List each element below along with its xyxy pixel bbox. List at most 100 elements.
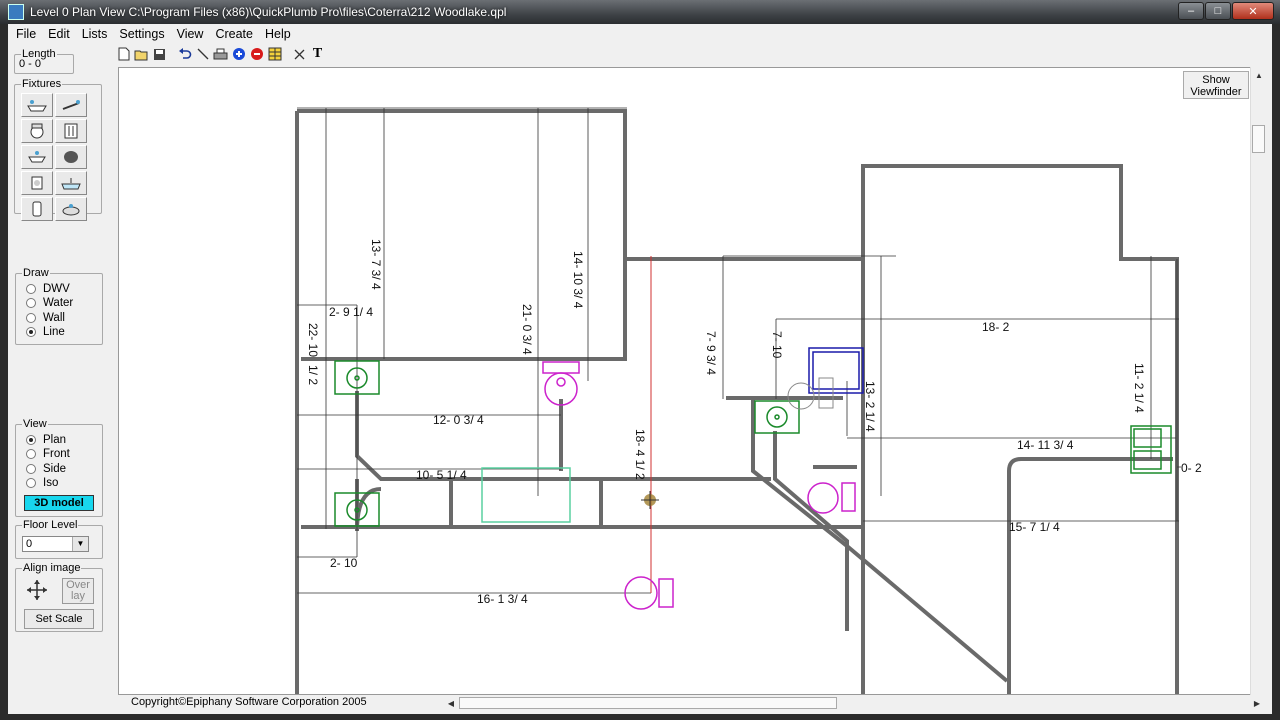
toilet-icon <box>30 123 44 139</box>
toilet-tank-upper[interactable] <box>542 361 580 374</box>
open-folder-icon[interactable] <box>133 46 150 63</box>
minimize-button[interactable]: – <box>1178 2 1204 20</box>
toolbar: T <box>115 44 326 64</box>
menu-lists[interactable]: Lists <box>81 27 108 41</box>
cursor-crosshair <box>641 491 659 509</box>
length-label: Length <box>21 47 57 61</box>
add-circle-icon[interactable] <box>230 46 247 63</box>
tub-fixture[interactable] <box>481 467 571 523</box>
radio-front[interactable] <box>26 449 36 459</box>
cleanout-fixture-button[interactable] <box>55 197 87 221</box>
draw-dwv-option[interactable]: DWV <box>26 283 70 295</box>
vertical-scroll-thumb[interactable] <box>1252 125 1265 153</box>
draw-line-option[interactable]: Line <box>26 326 65 338</box>
toilet-lower[interactable] <box>658 578 674 608</box>
menu-file[interactable]: File <box>16 27 37 41</box>
close-button[interactable]: ✕ <box>1232 2 1274 20</box>
kitchen-sink-fixture-button[interactable] <box>55 171 87 195</box>
shower-fixture[interactable] <box>808 347 864 394</box>
scroll-up-icon[interactable]: ▲ <box>1255 70 1263 80</box>
fixtures-magenta <box>542 361 856 610</box>
dim-2-10: 2- 10 <box>330 556 358 570</box>
maximize-button[interactable]: □ <box>1205 2 1231 20</box>
view-iso-option[interactable]: Iso <box>26 477 58 489</box>
view-side-option[interactable]: Side <box>26 463 66 475</box>
menu-settings[interactable]: Settings <box>119 27 165 41</box>
urinal-fixture-button[interactable] <box>55 119 87 143</box>
sink-fixture-lower[interactable] <box>334 492 380 527</box>
view-front-option[interactable]: Front <box>26 448 70 460</box>
dim-13-7: 13- 7 3/ 4 <box>369 239 383 290</box>
drain-fixture-button[interactable] <box>55 145 87 169</box>
horizontal-scrollbar[interactable]: ◀ ▶ <box>443 695 1265 711</box>
water-heater-fixture-button[interactable] <box>21 197 53 221</box>
dim-12-0: 12- 0 3/ 4 <box>433 413 484 427</box>
horizontal-scroll-thumb[interactable] <box>459 697 837 709</box>
vertical-scrollbar[interactable]: ▲ <box>1250 67 1266 695</box>
radio-plan[interactable] <box>26 435 36 445</box>
view-plan-option[interactable]: Plan <box>26 434 66 446</box>
draw-wall-label: Wall <box>43 312 65 324</box>
text-tool-icon[interactable]: T <box>312 46 323 61</box>
scroll-right-icon[interactable]: ▶ <box>1253 698 1261 708</box>
view-front-label: Front <box>43 448 70 460</box>
menu-view[interactable]: View <box>176 27 204 41</box>
dimension-lines <box>297 107 1181 594</box>
toilet-right[interactable] <box>841 482 856 512</box>
menu-bar: File Edit Lists Settings View Create Hel… <box>8 24 1272 44</box>
dim-7-10: 7- 10 <box>770 331 784 359</box>
view-group: View Plan Front Side Iso 3D model <box>15 417 103 517</box>
double-sink-fixture[interactable] <box>1130 425 1172 474</box>
wall-upper-room <box>297 109 627 361</box>
view-plan-label: Plan <box>43 434 67 446</box>
cleanout-icon <box>62 204 80 216</box>
line-tool-icon[interactable] <box>194 46 211 63</box>
draw-water-option[interactable]: Water <box>26 297 73 309</box>
shower-fixture-button[interactable] <box>55 93 87 117</box>
window-title: Level 0 Plan View C:\Program Files (x86)… <box>30 5 507 19</box>
draw-wall-option[interactable]: Wall <box>26 312 65 324</box>
chevron-down-icon[interactable]: ▼ <box>72 537 88 551</box>
radio-wall[interactable] <box>26 313 36 323</box>
sink-fixture-upper[interactable] <box>334 360 380 395</box>
delete-x-icon[interactable] <box>291 46 308 63</box>
menu-create[interactable]: Create <box>215 27 253 41</box>
overlay-button[interactable]: Over lay <box>62 578 94 604</box>
show-viewfinder-button[interactable]: Show Viewfinder <box>1183 71 1249 99</box>
floor-level-select[interactable]: 0 ▼ <box>22 536 89 552</box>
move-arrows-icon[interactable] <box>26 579 48 601</box>
fixtures-green <box>334 360 1172 527</box>
dim-18-4: 18- 4 1/ 2 <box>633 429 647 480</box>
floor-level-group: Floor Level 0 ▼ <box>15 518 103 559</box>
radio-water[interactable] <box>26 298 36 308</box>
print-icon[interactable] <box>212 46 229 63</box>
floor-drain-icon <box>64 151 78 163</box>
water-heater-outline <box>787 377 834 410</box>
grid-icon[interactable] <box>266 46 283 63</box>
menu-edit[interactable]: Edit <box>48 27 70 41</box>
new-file-icon[interactable] <box>115 46 132 63</box>
copyright-text: Copyright©Epiphany Software Corporation … <box>131 696 367 708</box>
draw-line-label: Line <box>43 326 65 338</box>
pipe-branches <box>449 479 603 527</box>
radio-dwv[interactable] <box>26 284 36 294</box>
sink-fixture-button[interactable] <box>21 145 53 169</box>
scroll-left-icon[interactable]: ◀ <box>447 698 455 708</box>
undo-icon[interactable] <box>176 46 193 63</box>
radio-iso[interactable] <box>26 478 36 488</box>
plan-canvas[interactable]: 13- 7 3/ 4 14- 10 3/ 4 21- 0 3/ 4 2- 9 1… <box>118 67 1262 695</box>
save-icon[interactable] <box>151 46 168 63</box>
sink-fixture-right[interactable] <box>754 400 800 434</box>
bathtub-fixture-button[interactable] <box>21 93 53 117</box>
pipes <box>355 391 1009 683</box>
menu-help[interactable]: Help <box>264 27 291 41</box>
3d-model-button[interactable]: 3D model <box>24 495 94 511</box>
toilet-fixture-button[interactable] <box>21 119 53 143</box>
stop-icon[interactable] <box>248 46 265 63</box>
set-scale-button[interactable]: Set Scale <box>24 609 94 629</box>
lavatory-fixture-button[interactable] <box>21 171 53 195</box>
lavatory-icon <box>31 176 43 190</box>
radio-side[interactable] <box>26 464 36 474</box>
floor-plan-drawing[interactable]: 13- 7 3/ 4 14- 10 3/ 4 21- 0 3/ 4 2- 9 1… <box>119 68 1262 695</box>
radio-line[interactable] <box>26 327 36 337</box>
